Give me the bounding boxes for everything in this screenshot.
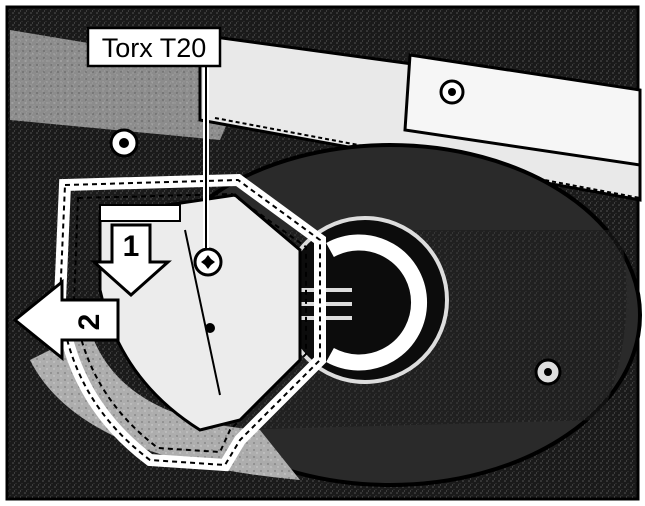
- step-1-label: 1: [123, 230, 140, 263]
- center-ring: [326, 234, 427, 371]
- cover-slot: [99, 204, 181, 222]
- corner-screw-center: [119, 138, 129, 148]
- callout-label: Torx T20: [102, 33, 207, 63]
- arrow-1-down: [90, 223, 172, 298]
- upper-left-panel: [10, 30, 250, 140]
- cover-hole: [205, 323, 215, 333]
- bracket-plate: [403, 53, 642, 167]
- callout-box: [86, 26, 222, 68]
- plate-screw-center: [448, 88, 456, 96]
- cover-ridge: [184, 229, 221, 396]
- torx-screw-head: [201, 255, 215, 269]
- bracket-edge: [214, 117, 641, 199]
- arrow-2-left: [12, 278, 120, 362]
- lower-screw-center: [544, 368, 552, 376]
- step-2-label: 2: [73, 314, 106, 331]
